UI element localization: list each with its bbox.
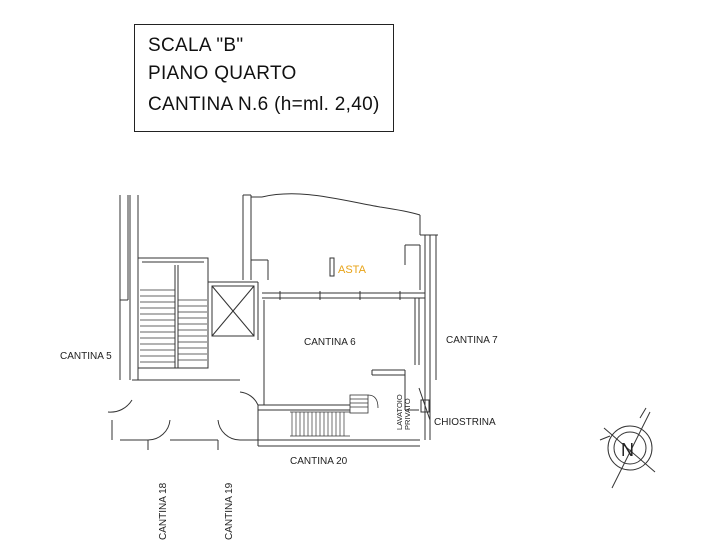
label-cantina-7: CANTINA 7 xyxy=(446,335,498,346)
lower-corridor xyxy=(257,404,420,447)
label-cantina-6: CANTINA 6 xyxy=(304,337,356,348)
asta-marker xyxy=(329,257,335,277)
cantina-6-walls xyxy=(262,291,425,411)
label-cantina-18: CANTINA 18 xyxy=(158,482,169,540)
top-boundary xyxy=(261,193,421,216)
elevator-shaft xyxy=(208,281,258,337)
label-cantina-5: CANTINA 5 xyxy=(60,351,112,362)
label-cantina-19: CANTINA 19 xyxy=(224,482,235,540)
title-block: SCALA "B" PIANO QUARTO CANTINA N.6 (h=ml… xyxy=(134,24,394,132)
title-scala: SCALA "B" xyxy=(148,35,244,56)
north-letter: N xyxy=(621,440,634,460)
staircase xyxy=(137,257,209,369)
label-privato: PRIVATO xyxy=(403,398,412,430)
chiostrina-area xyxy=(418,387,431,421)
label-asta: ASTA xyxy=(338,264,367,276)
label-chiostrina: CHIOSTRINA xyxy=(434,417,496,428)
small-stair xyxy=(349,394,379,414)
central-column xyxy=(242,194,269,405)
left-wall xyxy=(111,195,139,441)
north-arrow-icon xyxy=(599,407,656,489)
title-piano: PIANO QUARTO xyxy=(148,63,297,84)
label-lavatoio: LAVATOIO xyxy=(395,394,404,430)
title-cantina: CANTINA N.6 (h=ml. 2,40) xyxy=(148,94,380,115)
label-cantina-20: CANTINA 20 xyxy=(290,456,348,467)
landing-doors xyxy=(107,379,259,450)
